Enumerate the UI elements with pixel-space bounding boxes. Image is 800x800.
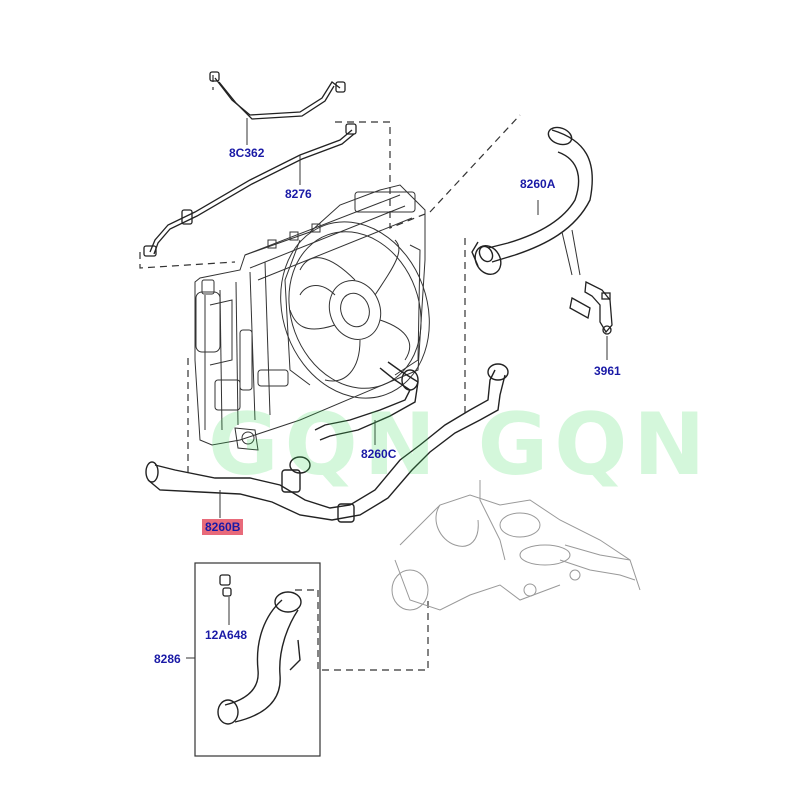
inset-box-8286 <box>194 562 321 757</box>
pipe-8276 <box>143 123 357 257</box>
label-8260b: 8260B <box>202 519 244 535</box>
label-8276: 8276 <box>285 187 312 201</box>
label-8c362: 8C362 <box>229 146 265 160</box>
label-8260a: 8260A <box>520 177 556 191</box>
hose-8260c <box>314 361 419 441</box>
pipe-8c362 <box>209 71 346 120</box>
label-leader-lines <box>186 118 608 659</box>
label-3961: 3961 <box>594 364 621 378</box>
hose-8286 <box>217 591 302 725</box>
label-8286: 8286 <box>154 652 181 666</box>
radiator-assembly <box>194 184 426 451</box>
label-8260c: 8260C <box>361 447 397 461</box>
label-12a648: 12A648 <box>205 628 248 642</box>
bracket-3961 <box>569 280 613 335</box>
engine-block <box>391 480 641 611</box>
dashed-leader-lines <box>139 75 521 671</box>
hose-8260a <box>471 126 593 276</box>
cooling-fan <box>280 221 430 399</box>
clip-12a648 <box>219 574 232 597</box>
hose-8260b <box>145 363 509 523</box>
